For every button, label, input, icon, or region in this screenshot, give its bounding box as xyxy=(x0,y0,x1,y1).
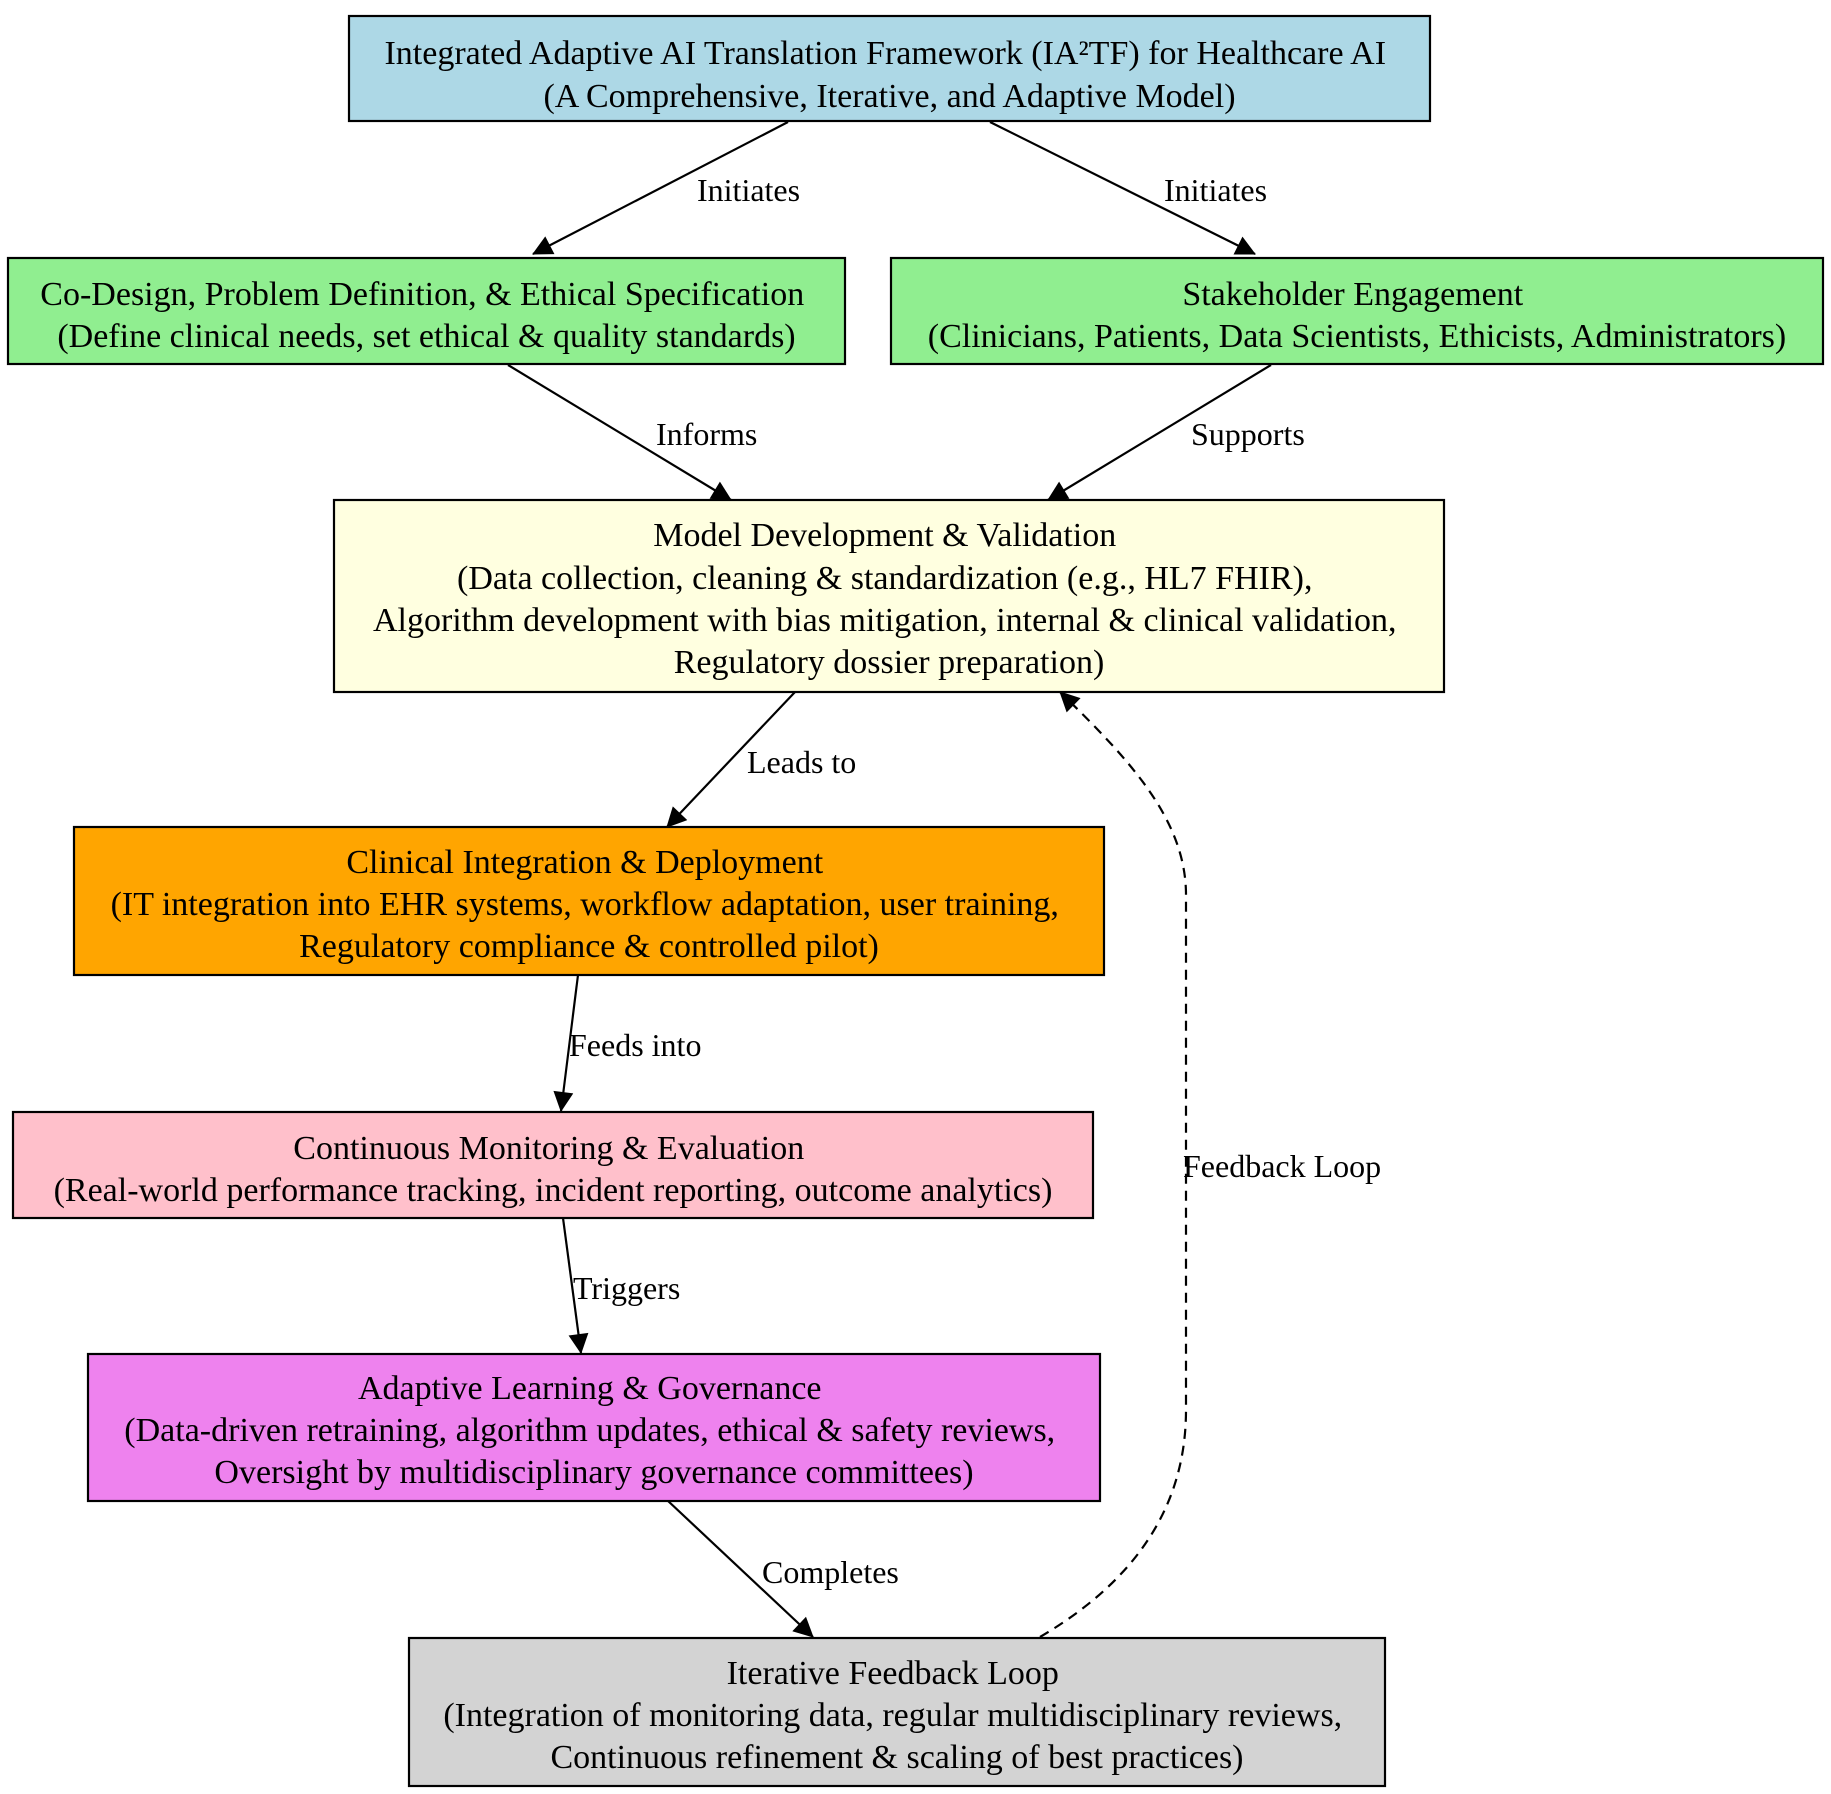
edge-monitoring-adaptive xyxy=(561,1217,589,1354)
edge-framework-stakeholder xyxy=(989,121,1256,255)
node-clinical-integration: Clinical Integration & Deployment (IT in… xyxy=(72,825,1106,977)
edge-clinical-monitoring xyxy=(553,974,580,1112)
node-continuous-monitoring-subtitle: (Real-world performance tracking, incide… xyxy=(54,1172,1053,1209)
node-continuous-monitoring: Continuous Monitoring & Evaluation (Real… xyxy=(11,1110,1095,1220)
node-clinical-integration-title: Clinical Integration & Deployment xyxy=(346,844,823,881)
edge-label-feedback-model: Feedback Loop xyxy=(1183,1148,1381,1184)
edge-model-clinical xyxy=(666,691,796,828)
node-clinical-integration-box xyxy=(72,825,1106,977)
node-iterative-feedback-box xyxy=(407,1636,1387,1788)
node-codesign-title: Co-Design, Problem Definition, & Ethical… xyxy=(40,276,804,313)
node-stakeholder-label: Stakeholder Engagement (Clinicians, Pati… xyxy=(928,276,1786,355)
node-framework-subtitle: (A Comprehensive, Iterative, and Adaptiv… xyxy=(543,78,1235,115)
node-model-development-line-4: Regulatory dossier preparation) xyxy=(674,644,1105,681)
node-codesign-subtitle: (Define clinical needs, set ethical & qu… xyxy=(57,318,795,355)
node-continuous-monitoring-box xyxy=(11,1110,1095,1220)
node-framework-box xyxy=(347,14,1432,123)
node-stakeholder-box xyxy=(889,256,1825,366)
edge-framework-codesign xyxy=(532,121,789,255)
node-iterative-feedback-label: Iterative Feedback Loop (Integration of … xyxy=(443,1655,1350,1776)
node-adaptive-learning-label: Adaptive Learning & Governance (Data-dri… xyxy=(124,1370,1063,1491)
edge-label-monitoring-adaptive: Triggers xyxy=(573,1270,680,1306)
node-model-development-label: Model Development & Validation (Data col… xyxy=(373,517,1405,681)
node-iterative-feedback-title: Iterative Feedback Loop xyxy=(727,1655,1059,1692)
edge-label-framework-codesign: Initiates xyxy=(697,172,800,208)
node-model-development: Model Development & Validation (Data col… xyxy=(332,498,1446,694)
node-model-development-title: Model Development & Validation xyxy=(653,517,1116,554)
node-adaptive-learning-line-3: Oversight by multidisciplinary governanc… xyxy=(214,1454,973,1491)
node-continuous-monitoring-label: Continuous Monitoring & Evaluation (Real… xyxy=(54,1130,1053,1209)
node-model-development-line-2: (Data collection, cleaning & standardiza… xyxy=(457,560,1312,597)
node-codesign-box xyxy=(6,256,847,366)
node-continuous-monitoring-title: Continuous Monitoring & Evaluation xyxy=(293,1130,804,1167)
node-codesign-label: Co-Design, Problem Definition, & Ethical… xyxy=(40,276,812,355)
edge-label-model-clinical: Leads to xyxy=(747,744,856,780)
node-clinical-integration-line-3: Regulatory compliance & controlled pilot… xyxy=(299,928,879,965)
edge-label-framework-stakeholder: Initiates xyxy=(1164,172,1267,208)
node-framework: Integrated Adaptive AI Translation Frame… xyxy=(347,14,1432,123)
node-clinical-integration-label: Clinical Integration & Deployment (IT in… xyxy=(111,844,1068,965)
node-model-development-box xyxy=(332,498,1446,694)
edge-adaptive-feedback xyxy=(666,1499,814,1638)
node-adaptive-learning-line-2: (Data-driven retraining, algorithm updat… xyxy=(124,1412,1055,1449)
edge-stakeholder-model xyxy=(1047,364,1272,501)
edges xyxy=(507,121,1272,1638)
node-framework-label: Integrated Adaptive AI Translation Frame… xyxy=(384,35,1394,115)
node-adaptive-learning-title: Adaptive Learning & Governance xyxy=(358,1370,822,1407)
edge-codesign-model xyxy=(507,364,732,501)
edge-label-codesign-model: Informs xyxy=(656,416,757,452)
edge-labels: Initiates Initiates Informs Supports Lea… xyxy=(569,172,1381,1590)
node-iterative-feedback-line-2: (Integration of monitoring data, regular… xyxy=(443,1697,1342,1734)
node-clinical-integration-line-2: (IT integration into EHR systems, workfl… xyxy=(111,886,1059,923)
node-stakeholder-title: Stakeholder Engagement xyxy=(1182,276,1523,313)
node-adaptive-learning-box xyxy=(86,1352,1102,1503)
edge-label-stakeholder-model: Supports xyxy=(1191,416,1305,452)
node-adaptive-learning: Adaptive Learning & Governance (Data-dri… xyxy=(86,1352,1102,1503)
node-stakeholder-subtitle: (Clinicians, Patients, Data Scientists, … xyxy=(928,318,1786,355)
edge-label-clinical-monitoring: Feeds into xyxy=(569,1027,701,1063)
node-iterative-feedback: Iterative Feedback Loop (Integration of … xyxy=(407,1636,1387,1788)
node-model-development-line-3: Algorithm development with bias mitigati… xyxy=(373,602,1397,639)
node-stakeholder: Stakeholder Engagement (Clinicians, Pati… xyxy=(889,256,1825,366)
node-codesign: Co-Design, Problem Definition, & Ethical… xyxy=(6,256,847,366)
node-framework-title: Integrated Adaptive AI Translation Frame… xyxy=(384,35,1386,72)
edge-label-adaptive-feedback: Completes xyxy=(762,1554,899,1590)
node-iterative-feedback-line-3: Continuous refinement & scaling of best … xyxy=(550,1739,1243,1776)
